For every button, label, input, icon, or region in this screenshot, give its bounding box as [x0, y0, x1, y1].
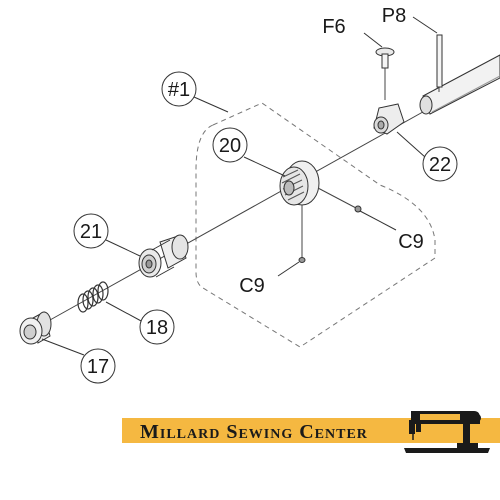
callout-label-21: 21 — [80, 221, 102, 243]
leader-lines — [41, 16, 438, 356]
pin-part-p8 — [436, 34, 443, 92]
cap-part-17 — [19, 311, 52, 345]
callout-circle-18 — [139, 309, 175, 345]
callout-circle-21 — [73, 213, 109, 249]
assembly-axis — [49, 107, 431, 321]
callout-label-c9-right: C9 — [398, 231, 424, 253]
callout-label-p8: P8 — [382, 5, 406, 27]
callout-label-20: 20 — [219, 135, 241, 157]
gear-part-20 — [279, 160, 357, 258]
callout-circle-22 — [422, 146, 458, 182]
shaft-part — [419, 54, 500, 115]
callout-label-c9-bottom: C9 — [239, 275, 265, 297]
callout-label-group: #1 — [168, 79, 190, 101]
spring-part-18 — [77, 281, 109, 313]
set-screw-c9-bottom — [298, 257, 306, 263]
group-boundary — [195, 102, 436, 348]
callout-label-f6: F6 — [322, 16, 345, 38]
callout-circle-20 — [212, 127, 248, 163]
set-screw-c9-right — [354, 205, 362, 213]
callout-circle-group — [161, 71, 197, 107]
callout-label-22: 22 — [429, 154, 451, 176]
sewing-machine-icon — [404, 411, 490, 453]
collar-part-22 — [373, 103, 405, 135]
callout-label-18: 18 — [146, 317, 168, 339]
brand-text: Millard Sewing Center — [140, 421, 368, 443]
callout-circle-17 — [80, 348, 116, 384]
callout-label-17: 17 — [87, 356, 109, 378]
bushing-part-21 — [138, 234, 189, 278]
screw-part-f6 — [375, 47, 395, 100]
